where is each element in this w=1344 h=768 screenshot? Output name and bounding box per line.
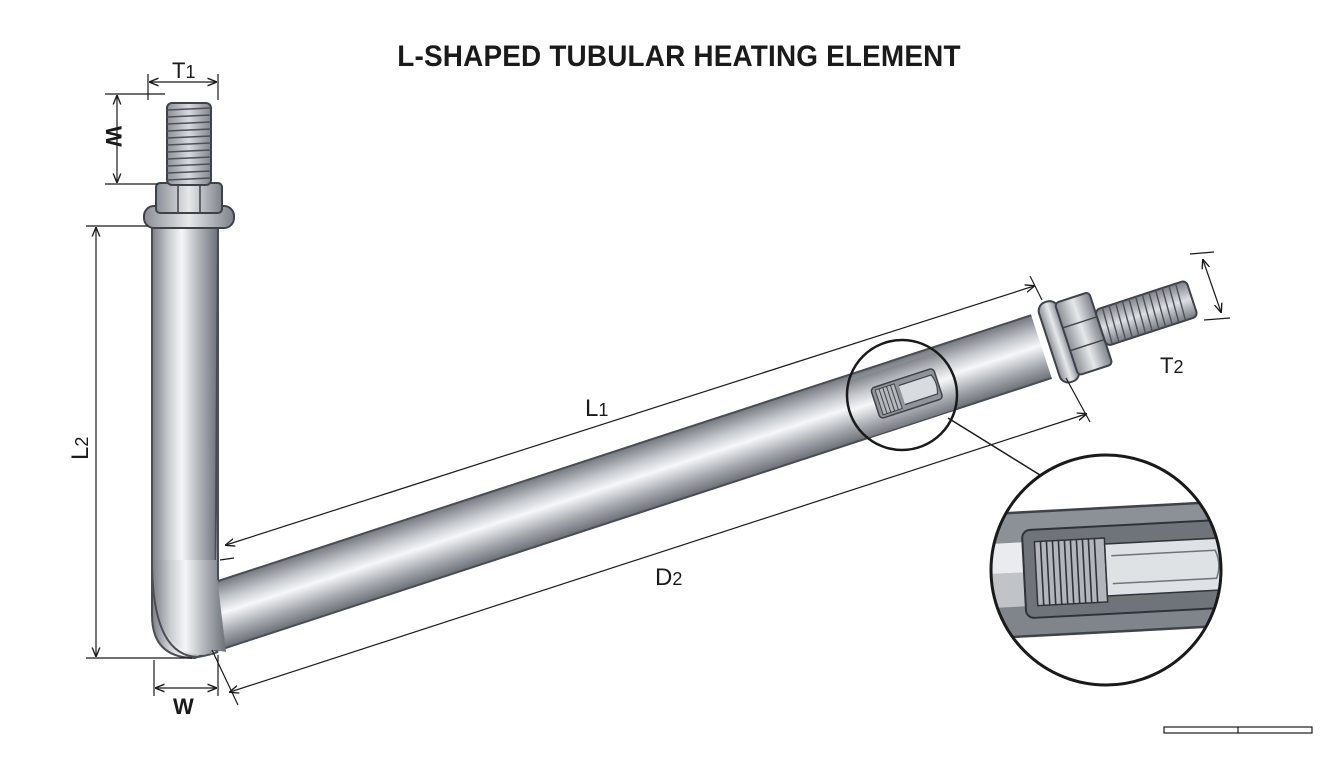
t2-label: T2 [1160,353,1183,378]
top-terminal [143,102,235,229]
detail-leader-line [947,417,1041,476]
d2-label: D2 [655,564,682,591]
dimension-lines [86,74,1231,706]
t2-dimension [1203,260,1221,312]
bend-elbow [152,560,226,655]
t1-label: T1 [172,58,195,83]
l1-label: L1 [585,395,608,422]
detail-view [989,453,1223,687]
w-top-label: W [101,126,126,147]
scale-bar [1163,726,1313,734]
diagram-title: L-SHAPED TUBULAR HEATING ELEMENT [397,40,961,73]
l2-label: L2 [67,437,94,460]
right-terminal [1037,280,1198,384]
top-nut [155,182,223,214]
d2-dimension [230,414,1086,692]
w-bottom-label: W [173,694,194,719]
